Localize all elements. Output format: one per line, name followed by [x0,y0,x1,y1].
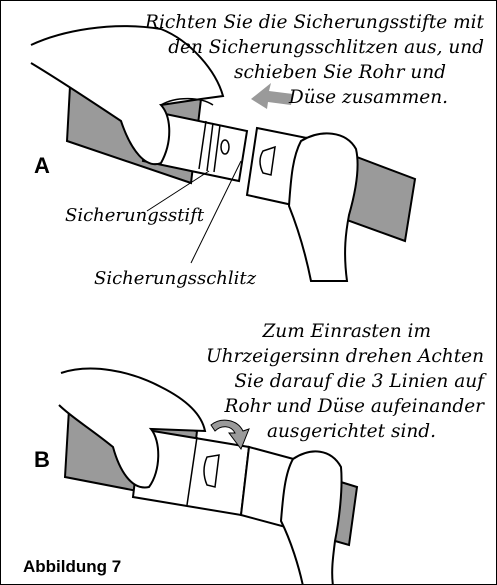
figure-label: Abbildung 7 [23,557,121,577]
panel-b-instruction-line-5: ausgerichtet sind. [267,420,436,443]
right-hand-b [281,451,342,585]
locking-pin [221,140,229,154]
panel-b-instruction-line-4: Rohr und Düse aufeinander [225,395,484,418]
panel-a-instruction-line-2: den Sicherungsschlitzen aus, und [168,36,484,59]
right-hand-a [289,133,358,281]
panel-a-letter: A [34,153,50,179]
panel-b-letter: B [34,447,50,473]
panel-a-instruction-line-4: Düse zusammen. [289,86,448,109]
callout-locking-pin: Sicherungsstift [65,204,204,227]
panel-b-instruction-line-1: Zum Einrasten im [262,320,431,343]
panel-a-instruction-line-1: Richten Sie die Sicherungsstifte mit [145,11,484,34]
panel-b-instruction-line-3: Sie darauf die 3 Linien auf [234,370,484,393]
panel-a-instruction-line-3: schieben Sie Rohr und [234,61,446,84]
panel-b-instruction-line-2: Uhrzeigersinn drehen Achten [206,345,484,368]
push-arrow [251,83,293,109]
callout-locking-slot: Sicherungsschlitz [94,267,256,290]
